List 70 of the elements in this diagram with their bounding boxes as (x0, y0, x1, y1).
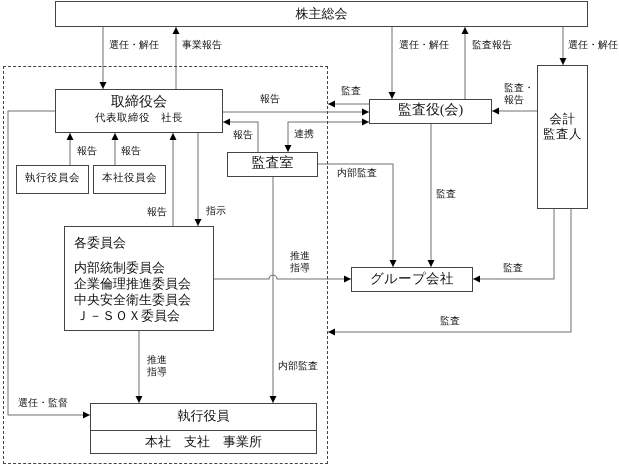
double-arrow (284, 118, 370, 152)
edge-label: 選任・監督 (18, 398, 68, 410)
arrow (170, 132, 176, 226)
arrow (8, 110, 90, 418)
edge-label: 報告 (260, 94, 280, 106)
org-name: 本社役員会 (102, 173, 157, 186)
arrow (462, 26, 468, 100)
org-box (93, 165, 166, 194)
arrow (222, 118, 258, 152)
edge-label: 選任・解任 (109, 40, 159, 52)
org-box (16, 165, 89, 194)
committee-name: 内部統制委員会 (74, 260, 165, 276)
arrow (428, 124, 434, 268)
org-name: 執行役員 (178, 408, 230, 424)
edge-label: 報告 (121, 146, 141, 158)
arrow (328, 100, 370, 108)
org-box (90, 403, 317, 454)
arrow (100, 26, 106, 90)
edge-label: 報告 (147, 207, 167, 219)
arrow (492, 108, 538, 114)
arrow (472, 208, 554, 282)
arrow (136, 330, 142, 404)
org-name: グループ会社 (370, 271, 454, 288)
org-name: 株主総会 (296, 6, 348, 22)
edge-label: 指示 (206, 206, 226, 218)
arrow (66, 132, 74, 166)
arrow (328, 208, 572, 336)
arrow (388, 26, 396, 100)
edge-label: 選任・解任 (399, 40, 449, 52)
edge-label: 連携 (294, 129, 314, 141)
edge-label: 報告 (233, 130, 253, 142)
edge-label: 選任・解任 (568, 40, 618, 52)
org-name: 会計監査人 (543, 112, 582, 142)
arrow (214, 274, 352, 282)
edge-label: 事業報告 (182, 40, 222, 52)
edge-label: 内部監査 (337, 168, 377, 180)
org-box (537, 65, 588, 209)
org-box (351, 267, 473, 292)
arrow (560, 26, 566, 66)
org-box (55, 1, 588, 27)
group-heading: 各委員会 (74, 235, 126, 251)
edge-label: 内部監査 (278, 361, 318, 373)
arrow (270, 176, 276, 404)
arrow (172, 26, 180, 90)
org-box (369, 99, 492, 124)
edge-label: 推進指導 (290, 251, 311, 275)
dashed-frame (3, 66, 328, 464)
edge-label: 監査報告 (472, 40, 512, 52)
edge-label: 報告 (77, 146, 97, 158)
edge-label: 監査 (503, 263, 523, 275)
org-box (227, 152, 318, 177)
org-name: 監査室 (252, 156, 294, 173)
committee-name: 中央安全衛生委員会 (74, 292, 191, 308)
org-box (55, 89, 223, 133)
org-name: 監査役(会) (398, 103, 464, 120)
org-box (64, 226, 214, 331)
arrow (112, 132, 118, 166)
committee-name: 企業倫理推進委員会 (74, 276, 191, 292)
committee-name: Ｊ－ＳＯＸ委員会 (76, 308, 180, 324)
arrow (318, 164, 396, 268)
edge-label: 監査 (436, 189, 456, 201)
edge-label: 監査 (341, 86, 361, 98)
role-text: 代表取締役 社長 (95, 113, 183, 126)
arrow (222, 108, 370, 116)
edge-label: 監査 (440, 316, 460, 328)
edge-label: 推進指導 (147, 355, 168, 379)
org-name: 執行役員会 (25, 173, 80, 186)
org-name: 取締役会 (111, 95, 167, 112)
location-list: 本社 支社 事業所 (145, 434, 262, 450)
arrow (194, 132, 202, 226)
